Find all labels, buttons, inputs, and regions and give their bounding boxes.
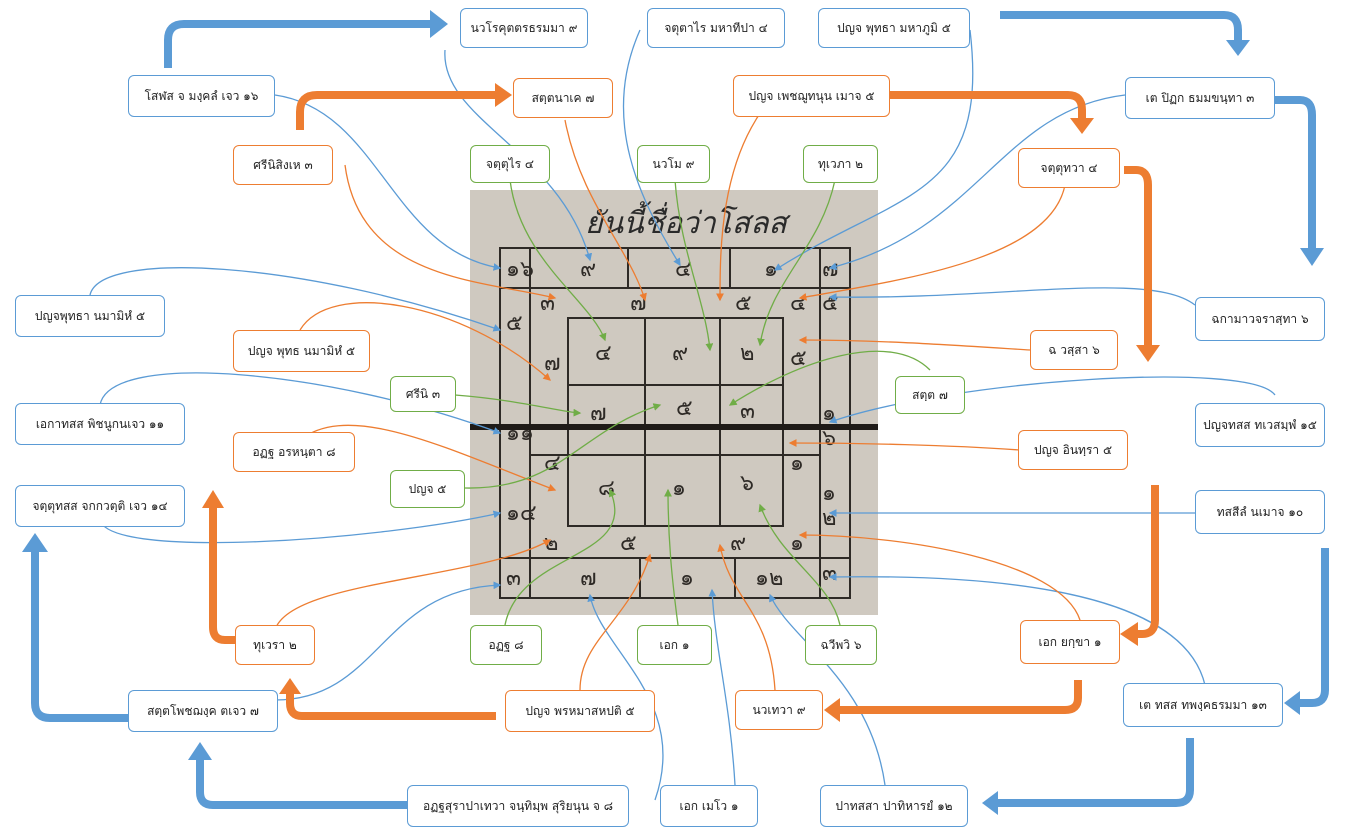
label-box: ฉวีพวิ ๖ xyxy=(805,625,877,665)
label-box: เอก ยกฺขา ๑ xyxy=(1020,620,1120,664)
label-box: ปญจ พรหมาสหปติ ๕ xyxy=(505,690,655,732)
svg-text:๒: ๒ xyxy=(822,506,837,531)
svg-text:๓: ๓ xyxy=(740,399,755,424)
label-box: ปญจ อินทฺรา ๕ xyxy=(1018,430,1128,470)
label-box: ทุเวรา ๒ xyxy=(235,625,315,665)
label-box: จตฺตุไร ๔ xyxy=(470,145,550,183)
svg-text:๑: ๑ xyxy=(822,401,836,426)
svg-text:๙: ๙ xyxy=(672,341,688,366)
label-box: ทสสีลํ นเมาจ ๑๐ xyxy=(1195,490,1325,534)
svg-text:๖: ๖ xyxy=(822,426,836,451)
label-box: เอก ๑ xyxy=(637,625,712,665)
label-box: ปญจ พุทธ นมามิหํ ๕ xyxy=(233,330,370,372)
yantra-title: ยันนี้ชื่อว่าโสลส xyxy=(585,201,791,241)
label-box: สตฺต ๗ xyxy=(895,376,965,414)
label-box: เต ปิฏก ธมมขนฺทา ๓ xyxy=(1125,77,1275,119)
svg-text:๙: ๙ xyxy=(730,531,746,556)
svg-text:๔: ๔ xyxy=(595,341,612,366)
svg-text:๑๑: ๑๑ xyxy=(506,421,534,446)
label-box: เอกาทสส พิชนูกนเจว ๑๑ xyxy=(15,403,185,445)
svg-text:๑: ๑ xyxy=(680,566,694,591)
label-box: สตฺตโพชฌงฺค ตเจว ๗ xyxy=(128,690,278,732)
label-box: ปญจ พุทธา มหาภูมิ ๕ xyxy=(818,8,970,48)
yantra-photo: ๑๖ ๙ ๔ ๑ ๗ ๓ ๗ ๕ ๔ ๕ ๕ ๔ ๙ ๒ ๕ ๗ ๗ ๕ ๓ ๑… xyxy=(470,190,878,615)
svg-text:๗: ๗ xyxy=(822,257,839,282)
svg-text:๙: ๙ xyxy=(580,257,596,282)
label-box: ปญจ เพชฌูทนุน เมาจ ๕ xyxy=(733,75,890,117)
svg-text:๒: ๒ xyxy=(740,341,755,366)
label-box: ปญจพุทธา นมามิหํ ๕ xyxy=(15,295,165,337)
svg-text:๔: ๔ xyxy=(790,291,807,316)
label-box: อฏฐ ๘ xyxy=(470,625,542,665)
svg-text:๑๔: ๑๔ xyxy=(506,501,537,526)
flow-arrows xyxy=(22,10,1329,815)
label-box: ปญจทสส ทเวสมฺพํ ๑๕ xyxy=(1195,403,1325,447)
svg-text:๕: ๕ xyxy=(620,531,637,556)
svg-text:๓: ๓ xyxy=(822,561,837,586)
svg-text:๗: ๗ xyxy=(544,351,561,376)
svg-text:๖: ๖ xyxy=(740,471,754,496)
label-box: อฏฐ อรหนฺตา ๘ xyxy=(233,432,355,472)
label-box: โสฬส จ มงฺคลํ เจว ๑๖ xyxy=(128,75,275,117)
label-box: อฏฐสุราปาเทวา จนฺทิมฺพ สุริยนุน จ ๘ xyxy=(407,785,629,827)
label-box: เต ทสส ทพงฺคธรมมา ๑๓ xyxy=(1123,683,1283,727)
svg-text:๕: ๕ xyxy=(822,291,839,316)
label-box: สตฺตนาเค ๗ xyxy=(513,78,613,118)
svg-text:๑: ๑ xyxy=(672,476,686,501)
svg-text:๗: ๗ xyxy=(590,401,607,426)
svg-text:๓: ๓ xyxy=(506,566,521,591)
label-box: ศรีนิ ๓ xyxy=(390,376,456,412)
svg-text:๑๖: ๑๖ xyxy=(506,257,534,282)
svg-text:๑: ๑ xyxy=(822,481,836,506)
svg-text:๑๒: ๑๒ xyxy=(755,566,783,591)
label-box: ปาทสสา ปาทิหารยํ ๑๒ xyxy=(820,785,968,827)
svg-text:๒: ๒ xyxy=(544,531,559,556)
svg-text:๔: ๔ xyxy=(544,451,561,476)
svg-text:๕: ๕ xyxy=(735,291,752,316)
label-box: จตฺตุทวา ๔ xyxy=(1018,148,1120,188)
svg-text:๗: ๗ xyxy=(580,566,597,591)
svg-text:๕: ๕ xyxy=(676,396,693,421)
label-box: นวเทวา ๙ xyxy=(735,690,823,730)
label-box: ฉ วสฺสา ๖ xyxy=(1030,330,1118,370)
label-box: ศรีนิสิงเห ๓ xyxy=(233,145,333,185)
svg-text:๑: ๑ xyxy=(790,451,804,476)
svg-text:๕: ๕ xyxy=(790,346,807,371)
svg-text:๗: ๗ xyxy=(630,291,647,316)
label-box: ทุเวภา ๒ xyxy=(803,145,878,183)
label-box: จตฺตุทสส จกกวตฺติ เจว ๑๔ xyxy=(15,485,185,527)
label-box: จตุตาไร มหาทีปา ๔ xyxy=(647,8,785,48)
svg-text:๕: ๕ xyxy=(506,311,523,336)
label-box: ปญจ ๕ xyxy=(390,470,465,508)
label-box: ฉกามาวจราสฺทา ๖ xyxy=(1195,297,1325,341)
label-box: เอก เมโว ๑ xyxy=(660,785,758,827)
label-box: นวโรคุตตรธรมมา ๙ xyxy=(460,8,588,48)
label-box: นวโม ๙ xyxy=(637,145,710,183)
